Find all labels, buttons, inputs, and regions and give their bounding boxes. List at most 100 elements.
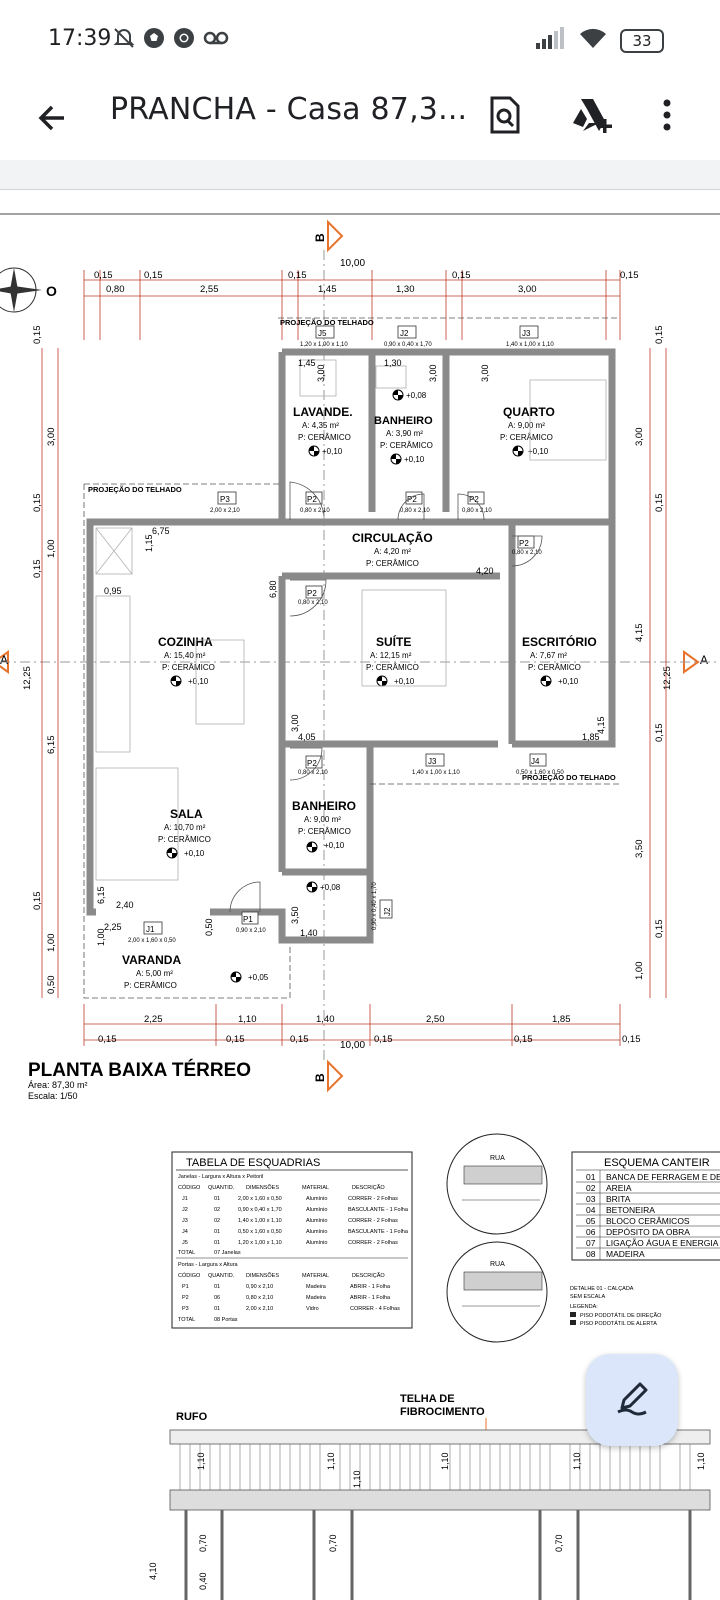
level-bath-1: +0,08 — [406, 391, 427, 400]
svg-text:P2: P2 — [519, 539, 529, 548]
svg-text:+0,10: +0,10 — [188, 677, 209, 686]
overall-height-left: 12,25 — [22, 666, 33, 690]
svg-text:0,80 x 2,10: 0,80 x 2,10 — [400, 508, 430, 514]
svg-text:2,25: 2,25 — [144, 1014, 163, 1025]
status-icons-right: 33 — [536, 26, 664, 55]
svg-text:LIGAÇÃO ÁGUA E ENERGIA: LIGAÇÃO ÁGUA E ENERGIA — [606, 1238, 719, 1248]
room-lavanderia: LAVANDE. A: 4,35 m² P: CERÂMICO +0,10 — [293, 405, 353, 456]
svg-text:6,15: 6,15 — [96, 886, 106, 904]
svg-text:0,15: 0,15 — [290, 1034, 309, 1045]
svg-text:DESCRIÇÃO: DESCRIÇÃO — [352, 1272, 385, 1279]
top-dims-row2: 0,80 2,55 1,45 1,30 3,00 — [106, 284, 537, 295]
svg-text:AREIA: AREIA — [606, 1183, 632, 1193]
section-marker-label: B — [313, 233, 327, 242]
overall-width-bottom: 10,00 — [340, 1040, 365, 1051]
room-labels: LAVANDE. A: 4,35 m² P: CERÂMICO +0,10 BA… — [122, 405, 597, 990]
top-dimension-lines — [83, 270, 621, 340]
top-dims-row1: 0,15 0,15 0,15 0,15 0,15 — [94, 270, 639, 281]
soccer-ball-icon — [142, 26, 166, 56]
status-icons-left — [112, 26, 230, 56]
svg-text:+0,10: +0,10 — [404, 455, 425, 464]
svg-text:P: CERÂMICO: P: CERÂMICO — [500, 433, 553, 442]
search-document-icon[interactable] — [480, 90, 530, 140]
svg-text:4,15: 4,15 — [634, 624, 645, 643]
svg-text:4,15: 4,15 — [596, 716, 606, 734]
svg-text:MATERIAL: MATERIAL — [302, 1273, 329, 1279]
svg-text:P: CERÂMICO: P: CERÂMICO — [298, 827, 351, 836]
svg-text:2,00 x 2,10: 2,00 x 2,10 — [210, 508, 240, 514]
svg-text:P: CERÂMICO: P: CERÂMICO — [366, 663, 419, 672]
svg-text:2,55: 2,55 — [200, 284, 219, 295]
do-not-disturb-icon — [112, 26, 136, 56]
svg-text:A: 9,00 m²: A: 9,00 m² — [304, 815, 341, 824]
svg-text:BASCULANTE - 1 Folha: BASCULANTE - 1 Folha — [348, 1207, 409, 1213]
svg-text:1,15: 1,15 — [144, 534, 154, 552]
svg-text:2,00 x 1,60 x 0,50: 2,00 x 1,60 x 0,50 — [238, 1196, 282, 1202]
svg-text:0,50 x 1,60 x 0,50: 0,50 x 1,60 x 0,50 — [516, 770, 564, 776]
svg-text:+0,10: +0,10 — [324, 841, 345, 850]
drive-add-icon[interactable] — [566, 90, 616, 140]
svg-text:J3: J3 — [522, 329, 531, 338]
svg-text:0,80 x 2,10: 0,80 x 2,10 — [462, 508, 492, 514]
svg-text:0,15: 0,15 — [32, 494, 43, 513]
svg-text:P2: P2 — [307, 495, 317, 504]
svg-text:Alumínio: Alumínio — [306, 1207, 327, 1213]
back-arrow-icon[interactable] — [28, 94, 76, 142]
room-quarto: QUARTO A: 9,00 m² P: CERÂMICO +0,10 — [500, 405, 555, 456]
viewer-top-divider — [0, 160, 720, 190]
svg-text:CÓDIGO: CÓDIGO — [178, 1272, 201, 1279]
svg-text:A: 4,35 m²: A: 4,35 m² — [302, 421, 339, 430]
room-escritorio: ESCRITÓRIO A: 7,67 m² P: CERÂMICO +0,10 — [522, 634, 597, 686]
svg-text:0,50: 0,50 — [46, 976, 57, 995]
svg-text:LEGENDA:: LEGENDA: — [570, 1304, 598, 1310]
calcada-details: RUA RUA DETALHE 01 - CALÇADA SEM ESCALA … — [446, 1133, 662, 1343]
svg-text:P: CERÂMICO: P: CERÂMICO — [298, 433, 351, 442]
svg-text:1,45: 1,45 — [318, 284, 337, 295]
svg-text:CORRER - 2 Folhas: CORRER - 2 Folhas — [348, 1240, 398, 1246]
inner-dims: 1,45 1,30 3,00 3,00 3,00 6,75 1,15 0,95 … — [96, 358, 606, 946]
svg-text:BLOCO CERÂMICOS: BLOCO CERÂMICOS — [606, 1216, 690, 1226]
svg-text:6,75: 6,75 — [152, 526, 170, 536]
svg-text:0,80 x 2,10: 0,80 x 2,10 — [298, 600, 328, 606]
room-cozinha: COZINHA A: 15,40 m² P: CERÂMICO +0,10 — [158, 635, 215, 686]
svg-text:COZINHA: COZINHA — [158, 635, 213, 649]
svg-text:0,80: 0,80 — [106, 284, 125, 295]
svg-text:0,90 x 0,40 x 1,70: 0,90 x 0,40 x 1,70 — [238, 1207, 282, 1213]
svg-text:1,10: 1,10 — [572, 1452, 582, 1470]
svg-text:01: 01 — [214, 1240, 220, 1246]
roof-projection-label: PROJEÇÃO DO TELHADO — [522, 773, 616, 782]
svg-text:J3: J3 — [428, 757, 437, 766]
svg-text:06: 06 — [214, 1295, 220, 1301]
svg-text:1,10: 1,10 — [326, 1452, 336, 1470]
status-time: 17:39 — [48, 26, 112, 51]
svg-text:TABELA DE ESQUADRIAS: TABELA DE ESQUADRIAS — [186, 1157, 320, 1169]
edit-fab-button[interactable] — [586, 1354, 678, 1446]
svg-text:1,40: 1,40 — [300, 928, 318, 938]
svg-text:0,15: 0,15 — [32, 892, 43, 911]
svg-text:0,80 x 2,10: 0,80 x 2,10 — [300, 508, 330, 514]
overall-height-right: 12,25 — [662, 666, 673, 690]
overall-width-top: 10,00 — [340, 258, 365, 269]
svg-text:01: 01 — [214, 1306, 220, 1312]
svg-text:3,00: 3,00 — [428, 364, 438, 382]
more-vert-icon[interactable] — [642, 90, 692, 140]
app-bar: PRANCHA - Casa 87,3... — [0, 80, 720, 160]
janelas-header: CÓDIGO QUANTID. DIMENSÕES MATERIAL DESCR… — [178, 1184, 385, 1191]
svg-text:P3: P3 — [182, 1306, 189, 1312]
svg-text:1,40 x 1,00 x 1,10: 1,40 x 1,00 x 1,10 — [506, 342, 554, 348]
status-bar: 17:39 33 — [0, 0, 720, 80]
svg-text:QUARTO: QUARTO — [503, 405, 555, 419]
svg-text:0,15: 0,15 — [288, 270, 307, 281]
svg-text:J1: J1 — [182, 1196, 188, 1202]
svg-text:6,15: 6,15 — [46, 736, 57, 755]
right-dimension-lines — [649, 348, 667, 998]
svg-text:CIRCULAÇÃO: CIRCULAÇÃO — [352, 530, 433, 545]
svg-text:3,50: 3,50 — [634, 840, 645, 859]
svg-text:BETONEIRA: BETONEIRA — [606, 1205, 655, 1215]
bottom-dims-row1: 2,25 1,10 1,40 2,50 1,85 — [144, 1014, 571, 1025]
svg-text:Vidro: Vidro — [306, 1306, 319, 1312]
svg-text:SEM ESCALA: SEM ESCALA — [570, 1294, 605, 1300]
left-dims: 0,15 3,00 0,15 1,00 0,15 6,15 0,15 1,00 … — [22, 326, 57, 995]
section-marker-label: B — [313, 1073, 327, 1082]
